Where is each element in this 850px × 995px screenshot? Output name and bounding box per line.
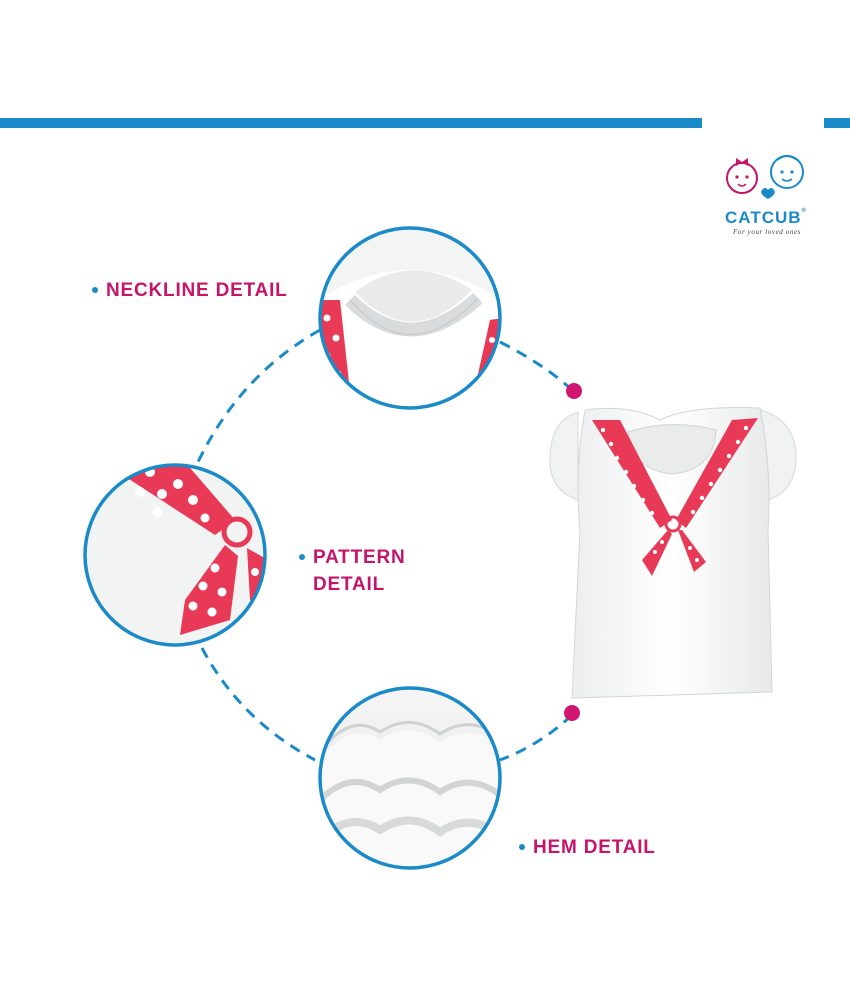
connector-hem-to-shirt	[499, 713, 574, 762]
hem-detail-image	[320, 688, 500, 868]
logo-mark	[726, 155, 804, 199]
pattern-detail-ring	[83, 463, 267, 647]
bullet-dot	[299, 554, 305, 560]
neck-anchor-dot	[566, 383, 582, 399]
brand-tagline: For your loved ones	[733, 228, 801, 236]
connector-neck-to-pattern	[196, 328, 321, 463]
bullet-dot	[92, 287, 98, 293]
heart-icon	[761, 188, 775, 199]
neckline-detail-label: NECKLINE DETAIL	[92, 277, 288, 304]
brand-name: CATCUB®	[725, 208, 807, 227]
connector-neck-to-shirt	[499, 340, 574, 392]
neckline-detail-image	[320, 228, 500, 408]
girl-face-icon	[726, 158, 758, 194]
header-accent-bar-end	[824, 118, 850, 128]
pattern-detail-label: PATTERN DETAIL	[299, 544, 406, 598]
hem-detail-label: HEM DETAIL	[519, 834, 656, 861]
connector-pattern-to-hem	[200, 647, 316, 762]
hem-anchor-dot	[564, 705, 580, 721]
header-accent-bar	[0, 118, 702, 128]
dashed-connectors	[196, 328, 574, 762]
hem-detail-ring	[318, 686, 502, 870]
bullet-dot	[519, 844, 525, 850]
tshirt-image	[549, 407, 797, 699]
neckline-detail-ring	[318, 226, 502, 410]
boy-face-icon	[770, 155, 804, 189]
brand-logo: CATCUB® For your loved ones	[712, 148, 822, 240]
pattern-detail-image	[85, 465, 265, 645]
